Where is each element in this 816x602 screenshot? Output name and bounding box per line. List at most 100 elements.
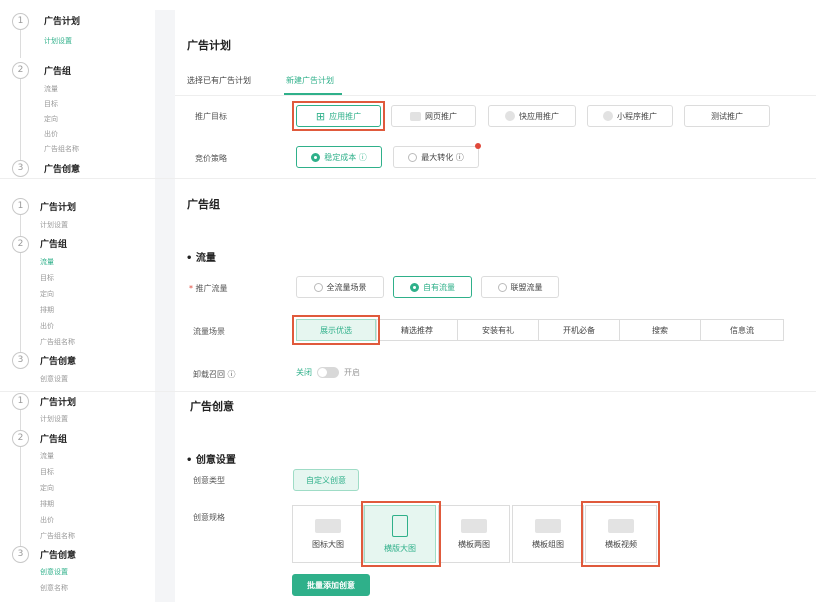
scene-option[interactable]: 搜索 — [619, 319, 701, 341]
subsection-title: • 创意设置 — [186, 455, 236, 466]
promo-option-test[interactable]: 测试推广 — [684, 105, 770, 127]
highlight-box — [292, 101, 385, 131]
step-sub-item[interactable]: 广告组名称 — [40, 532, 75, 540]
panel-separator — [0, 391, 816, 392]
panel-separator — [0, 178, 816, 179]
step-sub-item[interactable]: 广告组名称 — [40, 338, 75, 346]
gutter — [155, 10, 175, 602]
creative-type-custom[interactable]: 自定义创意 — [293, 469, 359, 491]
bid-strategy-label: 竞价策略 — [195, 154, 227, 163]
miniprogram-icon — [603, 111, 613, 121]
highlight-box — [361, 501, 441, 567]
grid-icon: ⊞ — [315, 109, 326, 123]
recall-toggle[interactable] — [317, 367, 339, 378]
subsection-title: • 流量 — [186, 253, 216, 264]
step-sub-item[interactable]: 定向 — [44, 115, 58, 123]
scene-option[interactable]: 展示优选 — [296, 319, 376, 341]
step-sub-item[interactable]: 排期 — [40, 306, 54, 314]
step-sub-item[interactable]: 流量 — [40, 258, 54, 266]
promo-target-label: 推广目标 — [195, 112, 227, 121]
step-number: 2 — [12, 236, 29, 253]
step-number: 1 — [12, 13, 29, 30]
radio-checked-icon — [410, 282, 419, 292]
highlight-box — [292, 315, 380, 345]
step-number: 2 — [12, 430, 29, 447]
step-sub-item[interactable]: 出价 — [40, 516, 54, 524]
step-sub-item[interactable]: 目标 — [44, 100, 58, 108]
step-number: 3 — [12, 160, 29, 177]
recall-toggle-group: 关闭 开启 — [296, 367, 360, 378]
step-title[interactable]: 广告计划 — [40, 398, 77, 408]
step-sub-item[interactable]: 出价 — [40, 322, 54, 330]
promo-option-app[interactable]: ⊞ 应用推广 — [296, 105, 381, 127]
promo-option-miniprogram[interactable]: 小程序推广 — [587, 105, 673, 127]
step-number: 3 — [12, 546, 29, 563]
radio-icon — [313, 282, 323, 292]
scene-label: 流量场景 — [193, 327, 225, 336]
step-sub-item[interactable]: 定向 — [40, 484, 54, 492]
quickapp-icon — [505, 111, 515, 121]
step-title[interactable]: 广告计划 — [40, 203, 77, 213]
radio-icon — [408, 152, 418, 162]
step-sub-item[interactable]: 流量 — [44, 85, 58, 93]
spec-card[interactable]: 横板视频 — [585, 505, 657, 563]
section-title: 广告组 — [187, 198, 220, 211]
bid-option-max[interactable]: 最大转化 ⓘ — [393, 146, 479, 168]
step-sub-item[interactable]: 创意设置 — [40, 375, 68, 383]
step-number: 3 — [12, 352, 29, 369]
creative-type-label: 创意类型 — [193, 476, 225, 485]
traffic-option-own[interactable]: 自有流量 — [393, 276, 472, 298]
step-sub-item[interactable]: 计划设置 — [44, 37, 72, 45]
traffic-option-alliance[interactable]: 联盟流量 — [481, 276, 559, 298]
toggle-off-label: 关闭 — [296, 368, 312, 377]
promo-option-quickapp[interactable]: 快应用推广 — [488, 105, 576, 127]
step-title[interactable]: 广告组 — [44, 67, 72, 77]
recall-label: 卸载召回 ⓘ — [193, 370, 236, 379]
radio-checked-icon — [311, 152, 321, 162]
step-title[interactable]: 广告计划 — [44, 17, 81, 27]
scene-option[interactable]: 安装有礼 — [457, 319, 539, 341]
step-title[interactable]: 广告创意 — [44, 165, 81, 175]
promo-option-web[interactable]: 网页推广 — [391, 105, 476, 127]
step-sub-item[interactable]: 计划设置 — [40, 415, 68, 423]
active-tab-indicator — [284, 93, 342, 95]
section-title: 广告创意 — [190, 400, 234, 413]
step-sub-item[interactable]: 创意名称 — [40, 584, 68, 592]
radio-icon — [497, 282, 507, 292]
traffic-option-all[interactable]: 全流量场景 — [296, 276, 384, 298]
step-sub-item[interactable]: 计划设置 — [40, 221, 68, 229]
scene-option[interactable]: 开机必备 — [538, 319, 620, 341]
scene-option[interactable]: 信息流 — [700, 319, 784, 341]
tab-existing-plan[interactable]: 选择已有广告计划 — [187, 76, 251, 85]
step-title[interactable]: 广告创意 — [40, 551, 77, 561]
step-sub-item[interactable]: 流量 — [40, 452, 54, 460]
image-icon — [461, 518, 487, 533]
step-number: 1 — [12, 198, 29, 215]
step-sub-item[interactable]: 排期 — [40, 500, 54, 508]
creative-spec-label: 创意规格 — [193, 513, 225, 522]
video-icon — [608, 518, 634, 533]
step-sub-item[interactable]: 目标 — [40, 274, 54, 282]
toggle-on-label: 开启 — [344, 368, 360, 377]
spec-card[interactable]: 横板两图 — [438, 505, 510, 563]
step-number: 2 — [12, 62, 29, 79]
step-sub-item[interactable]: 定向 — [40, 290, 54, 298]
spec-card[interactable]: 横板组图 — [512, 505, 584, 563]
step-title[interactable]: 广告组 — [40, 435, 68, 445]
tab-new-plan[interactable]: 新建广告计划 — [286, 76, 334, 85]
step-sub-item[interactable]: 目标 — [40, 468, 54, 476]
step-number: 1 — [12, 393, 29, 410]
spec-card[interactable]: 图标大图 — [292, 505, 364, 563]
step-title[interactable]: 广告创意 — [40, 357, 77, 367]
step-sub-item[interactable]: 广告组名称 — [44, 145, 79, 153]
step-title[interactable]: 广告组 — [40, 240, 68, 250]
page-title: 广告计划 — [187, 39, 231, 52]
spec-card[interactable]: 横版大图 — [364, 505, 436, 563]
batch-add-creative-button[interactable]: 批量添加创意 — [292, 574, 370, 596]
bid-option-stable[interactable]: 稳定成本 ⓘ — [296, 146, 382, 168]
highlight-box — [581, 501, 660, 567]
step-sub-item[interactable]: 创意设置 — [40, 568, 68, 576]
scene-option[interactable]: 精选推荐 — [376, 319, 458, 341]
step-sub-item[interactable]: 出价 — [44, 130, 58, 138]
image-icon — [535, 518, 561, 533]
